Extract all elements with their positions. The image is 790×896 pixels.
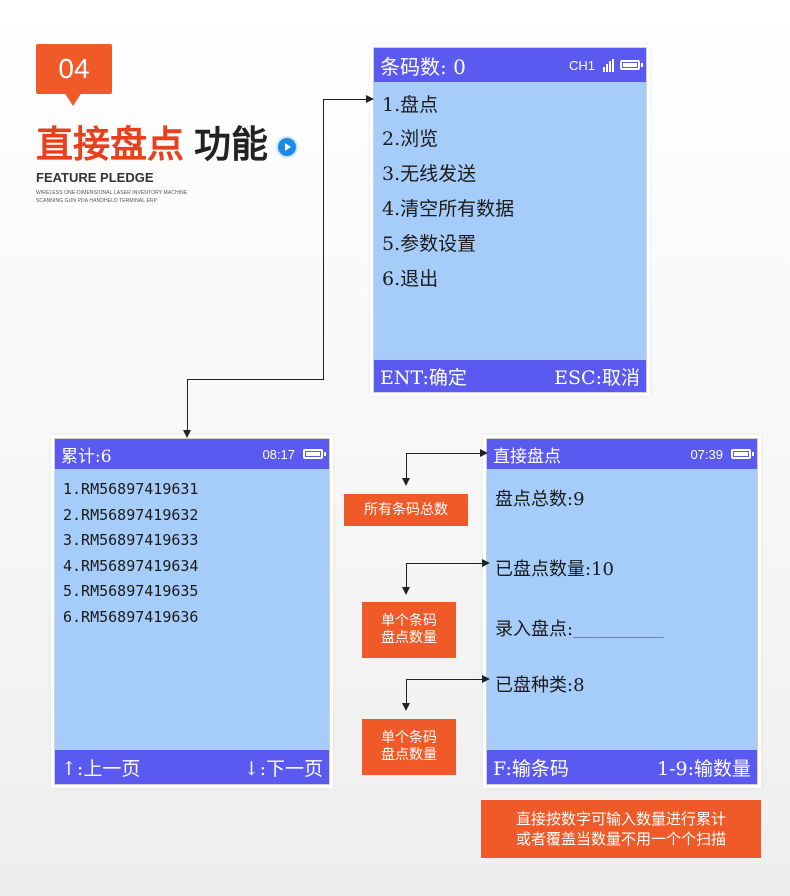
page-down-label[interactable]: ↓:下一页 [243, 757, 323, 780]
menu-item-browse[interactable]: 2.浏览 [382, 128, 439, 150]
total-count-label: 盘点总数:9 [495, 489, 585, 510]
tag-direct-number-input-note: 直接按数字可输入数量进行累计 或者覆盖当数量不用一个个扫描 [481, 800, 761, 858]
tag-single-barcode-count: 单个条码 盘点数量 [362, 602, 456, 658]
tag-line: 盘点数量 [381, 747, 437, 763]
arrow-right-icon [366, 95, 374, 103]
barcode-count-title: 条码数: 0 [380, 54, 466, 79]
menu-screen: 条码数: 0 CH1 1.盘点 2.浏览 3.无线发送 4.清空所有数据 5.参… [373, 47, 647, 393]
connector-line [406, 563, 407, 587]
count-screen-header: 直接盘点 07:39 [487, 439, 757, 469]
subtitle-small-2: SCANNING GUN PDA HANDHELD TERMINAL ERP [36, 198, 158, 204]
input-quantity-key-label[interactable]: 1-9:输数量 [657, 757, 751, 780]
tag-line: 单个条码 [381, 613, 437, 629]
connector-line [406, 453, 480, 454]
connector-line [187, 379, 324, 380]
entry-count-field[interactable]: 录入盘点:____________________ [495, 615, 664, 641]
counted-quantity-label: 已盘点数量:10 [495, 559, 614, 580]
list-item[interactable]: 2.RM56897419632 [63, 506, 199, 524]
menu-item-settings[interactable]: 5.参数设置 [382, 233, 477, 255]
entry-count-blank[interactable]: ____________________ [573, 627, 664, 638]
input-barcode-key-label[interactable]: F:输条码 [493, 757, 569, 780]
battery-icon [731, 449, 754, 459]
cancel-key-label[interactable]: ESC:取消 [554, 366, 640, 389]
connector-line [406, 679, 484, 680]
confirm-key-label[interactable]: ENT:确定 [380, 366, 467, 389]
menu-screen-header: 条码数: 0 CH1 [374, 48, 646, 82]
count-screen-footer: F:输条码 1-9:输数量 [487, 750, 757, 784]
section-number-badge: 04 [36, 44, 112, 94]
menu-item-clear-data[interactable]: 4.清空所有数据 [382, 198, 515, 220]
badge-pointer [64, 92, 82, 106]
direct-count-title: 直接盘点 [493, 446, 561, 467]
connector-line [406, 563, 484, 564]
page-title: 直接盘点功能 [36, 114, 296, 168]
browse-screen-footer: ↑:上一页 ↓:下一页 [55, 750, 329, 784]
play-icon [278, 137, 296, 156]
arrow-right-icon [482, 675, 490, 683]
tag-all-barcodes-total: 所有条码总数 [344, 494, 468, 526]
signal-icon [603, 58, 614, 72]
arrow-right-icon [480, 449, 488, 457]
entry-count-label: 录入盘点: [495, 619, 574, 640]
note-line: 或者覆盖当数量不用一个个扫描 [515, 830, 726, 848]
browse-screen-header: 累计:6 08:17 [55, 439, 329, 469]
menu-item-wireless-send[interactable]: 3.无线发送 [382, 163, 477, 185]
tag-single-barcode-count: 单个条码 盘点数量 [362, 719, 456, 775]
arrow-down-icon [402, 587, 410, 595]
battery-icon [303, 449, 326, 459]
connector-line [406, 679, 407, 703]
title-suffix: 功能 [194, 123, 268, 166]
menu-item-exit[interactable]: 6.退出 [382, 268, 439, 290]
connector-line [323, 99, 366, 100]
menu-screen-footer: ENT:确定 ESC:取消 [374, 360, 646, 392]
subtitle-small-1: WIRELESS ONE-DIMENSIONAL LASER INVENTORY… [36, 190, 188, 196]
cumulative-count-title: 累计:6 [61, 446, 112, 467]
clock-time: 07:39 [690, 446, 723, 462]
note-line: 直接按数字可输入数量进行累计 [515, 810, 726, 828]
list-item[interactable]: 5.RM56897419635 [63, 582, 199, 600]
tag-line: 盘点数量 [381, 630, 437, 646]
connector-line [323, 99, 324, 380]
list-item[interactable]: 3.RM56897419633 [63, 531, 199, 549]
title-main: 直接盘点 [36, 123, 184, 166]
list-item[interactable]: 4.RM56897419634 [63, 557, 199, 575]
list-item[interactable]: 6.RM56897419636 [63, 608, 199, 626]
direct-count-screen: 直接盘点 07:39 盘点总数:9 已盘点数量:10 录入盘点:________… [486, 438, 758, 785]
kinds-counted-label: 已盘种类:8 [495, 675, 585, 696]
arrow-down-icon [183, 430, 191, 438]
connector-line [187, 379, 188, 430]
browse-screen: 累计:6 08:17 1.RM56897419631 2.RM568974196… [54, 438, 330, 785]
clock-time: 08:17 [262, 446, 295, 462]
subtitle: FEATURE PLEDGE [36, 170, 154, 185]
connector-line [406, 453, 407, 478]
tag-line: 单个条码 [381, 730, 437, 746]
list-item[interactable]: 1.RM56897419631 [63, 480, 199, 498]
arrow-down-icon [402, 703, 410, 711]
battery-icon [620, 60, 643, 70]
page-up-label[interactable]: ↑:上一页 [61, 757, 141, 780]
arrow-right-icon [482, 559, 490, 567]
channel-label: CH1 [568, 57, 595, 73]
menu-item-inventory[interactable]: 1.盘点 [382, 94, 439, 116]
arrow-down-icon [402, 478, 410, 486]
